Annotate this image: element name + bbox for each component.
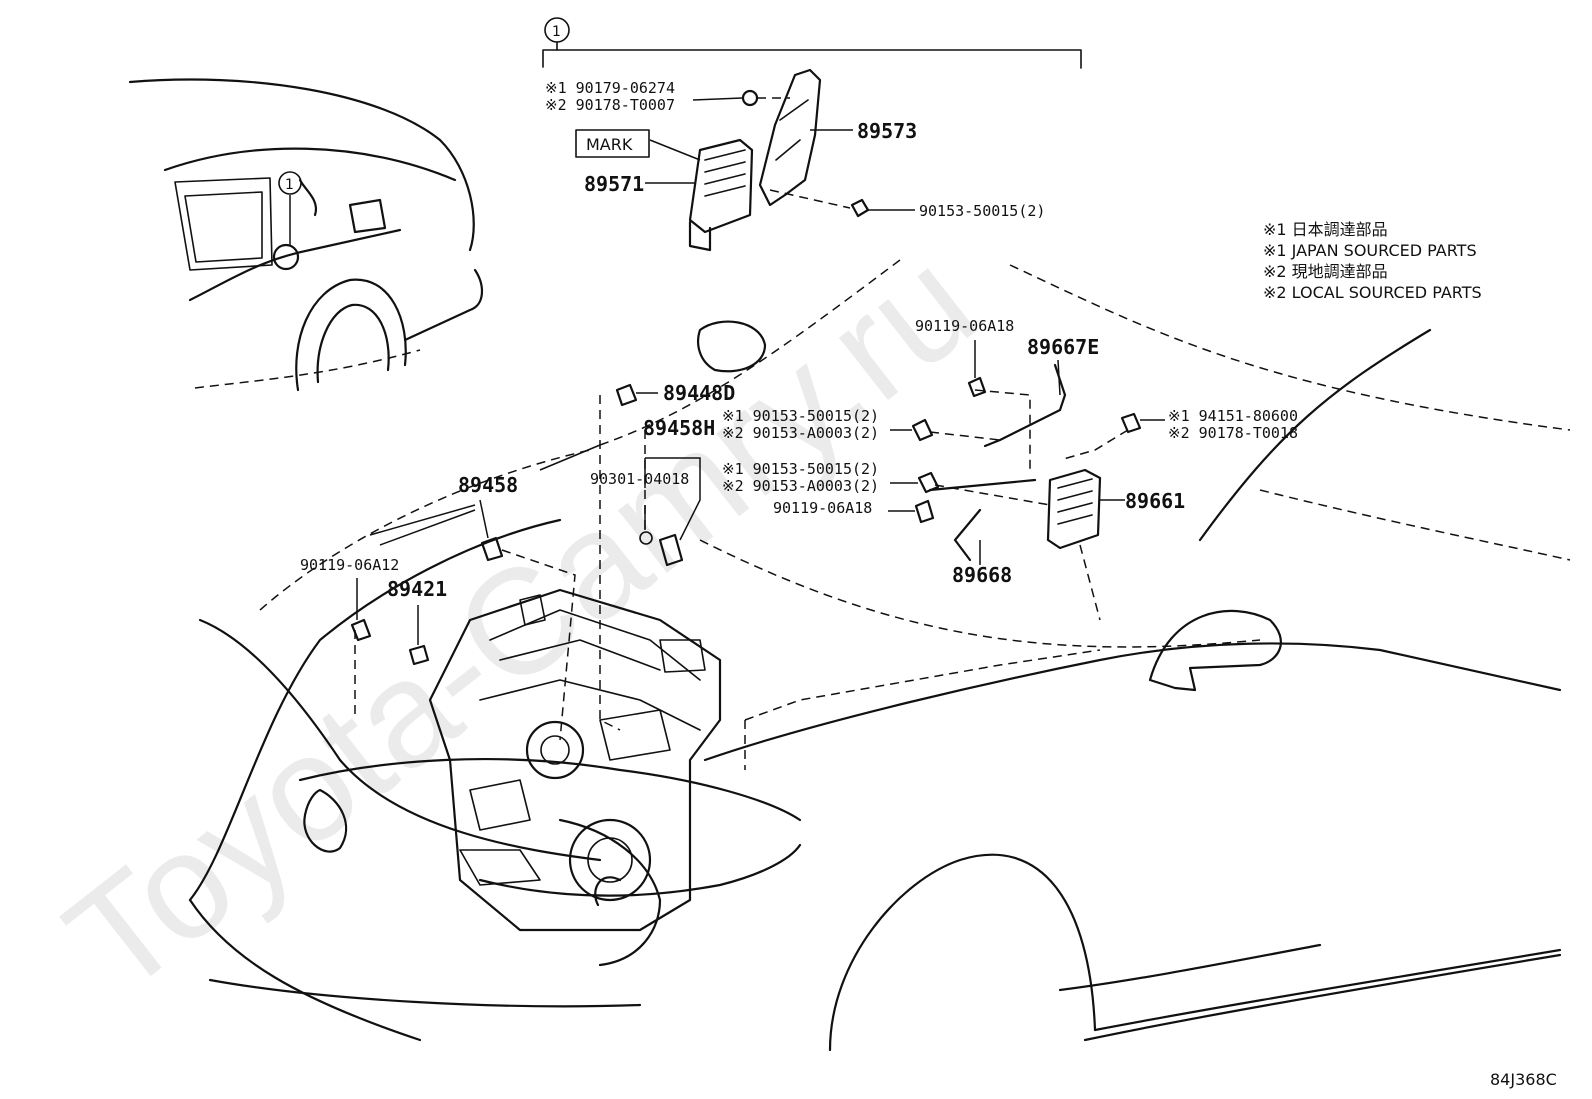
nut-90179-icon xyxy=(741,89,759,107)
group-bracket: 1 xyxy=(542,17,1082,69)
subpart-90301-04018[interactable]: 90301-04018 xyxy=(590,470,689,488)
bracket-89573-shape xyxy=(758,68,822,207)
module-89571-shape xyxy=(688,138,754,234)
part-89458[interactable]: 89458 xyxy=(458,473,518,497)
part-89573[interactable]: 89573 xyxy=(857,119,917,143)
subpart-90119-06A12[interactable]: 90119-06A12 xyxy=(300,556,399,574)
group-callout: 1 xyxy=(552,24,561,40)
locator-ring-icon xyxy=(272,243,300,271)
ecu-89661-shape xyxy=(1046,468,1102,550)
mark-box xyxy=(575,129,650,158)
bolt-90119-06A18-icon xyxy=(914,499,935,524)
group-callout-small: 1 xyxy=(285,177,294,193)
part-89667E[interactable]: 89667E xyxy=(1027,335,1099,359)
bolt-90153-top-icon xyxy=(850,198,870,218)
bolt-90119-06A18-top-icon xyxy=(967,376,987,398)
sensor-89448D-icon xyxy=(615,383,638,407)
sensor-parts xyxy=(350,383,684,741)
ecu-group xyxy=(911,363,1142,621)
part-89421[interactable]: 89421 xyxy=(387,577,447,601)
hybrid-control-module-group xyxy=(688,68,870,252)
gasket-90301-icon xyxy=(639,531,653,545)
car-front-illustration xyxy=(188,259,1571,1052)
subpart-90178-T0018[interactable]: ※2 90178-T0018 xyxy=(1168,424,1298,442)
subpart-90153-50015-top[interactable]: 90153-50015(2) xyxy=(919,202,1045,220)
mark-label: MARK xyxy=(586,135,633,154)
legend-line-1: ※1 日本調達部品 xyxy=(1263,220,1388,239)
subpart-90178-T0007[interactable]: ※2 90178-T0007 xyxy=(545,96,675,114)
subpart-90119-06A18[interactable]: 90119-06A18 xyxy=(773,499,872,517)
part-89668[interactable]: 89668 xyxy=(952,563,1012,587)
part-89661[interactable]: 89661 xyxy=(1125,489,1185,513)
group-callout-small-icon xyxy=(278,171,302,195)
part-89448D[interactable]: 89448D xyxy=(663,381,735,405)
sensor-89458-icon xyxy=(480,536,504,562)
part-89571[interactable]: 89571 xyxy=(584,172,644,196)
leader-lines xyxy=(356,97,1165,645)
diagram-code: 84J368C xyxy=(1490,1070,1557,1089)
watermark-text: Toyota-Camry.ru xyxy=(36,217,1004,1025)
part-89458H[interactable]: 89458H xyxy=(643,416,715,440)
nut-94151-icon xyxy=(1120,412,1142,434)
subpart-90119-06A18-top[interactable]: 90119-06A18 xyxy=(915,317,1014,335)
subpart-90153-A0003-d[interactable]: ※2 90153-A0003(2) xyxy=(722,477,879,495)
legend-line-4: ※2 LOCAL SOURCED PARTS xyxy=(1263,283,1482,302)
legend-line-3: ※2 現地調達部品 xyxy=(1263,262,1388,281)
subpart-90153-50015-d[interactable]: ※1 90153-50015(2) xyxy=(722,460,879,478)
bolt-90153-d-icon xyxy=(917,471,940,494)
rear-car-illustration: 1 xyxy=(128,78,483,392)
legend: ※1 日本調達部品 ※1 JAPAN SOURCED PARTS ※2 現地調達… xyxy=(1263,220,1482,302)
subpart-90179-06274[interactable]: ※1 90179-06274 xyxy=(545,79,675,97)
sensor-89421-icon xyxy=(408,644,430,666)
subpart-90153-A0003-c[interactable]: ※2 90153-A0003(2) xyxy=(722,424,879,442)
engine-illustration xyxy=(428,588,722,932)
bolt-90119-06A12-icon xyxy=(350,618,372,642)
subpart-90153-50015-c[interactable]: ※1 90153-50015(2) xyxy=(722,407,879,425)
subpart-94151-80600[interactable]: ※1 94151-80600 xyxy=(1168,407,1298,425)
bolt-90153-c-icon xyxy=(911,418,934,442)
legend-line-2: ※1 JAPAN SOURCED PARTS xyxy=(1263,241,1477,260)
sensor-89458H-icon xyxy=(658,533,684,567)
